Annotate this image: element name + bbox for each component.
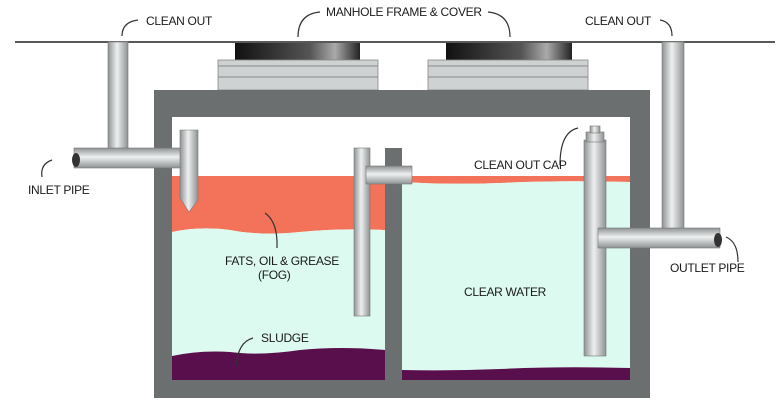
manhole-left: [217, 43, 379, 91]
label-fog-abbr: (FOG): [258, 268, 291, 282]
label-manhole: MANHOLE FRAME & COVER: [326, 5, 482, 19]
clean-out-cap-pipe: [583, 125, 607, 357]
fog-right: [402, 176, 630, 184]
baffle-wall: [385, 148, 402, 380]
manhole-right: [427, 43, 589, 91]
sludge-right: [402, 367, 630, 380]
water-left: [172, 228, 385, 356]
tank: [154, 90, 650, 398]
label-fog: FATS, OIL & GREASE: [225, 254, 339, 268]
label-clean-out-left: CLEAN OUT: [146, 14, 213, 28]
transfer-pipe: [353, 147, 413, 317]
sludge-left: [172, 348, 385, 380]
inlet-pipe: [72, 41, 199, 213]
water-right: [402, 181, 630, 371]
label-clean-out-right: CLEAN OUT: [585, 14, 652, 28]
label-inlet-pipe: INLET PIPE: [28, 183, 90, 197]
label-clear-water: CLEAR WATER: [464, 285, 547, 299]
label-clean-out-cap: CLEAN OUT CAP: [474, 158, 567, 172]
label-outlet-pipe: OUTLET PIPE: [670, 261, 745, 275]
outlet-pipe: [597, 41, 722, 249]
label-sludge: SLUDGE: [261, 331, 309, 345]
fog-layer: [172, 176, 385, 234]
